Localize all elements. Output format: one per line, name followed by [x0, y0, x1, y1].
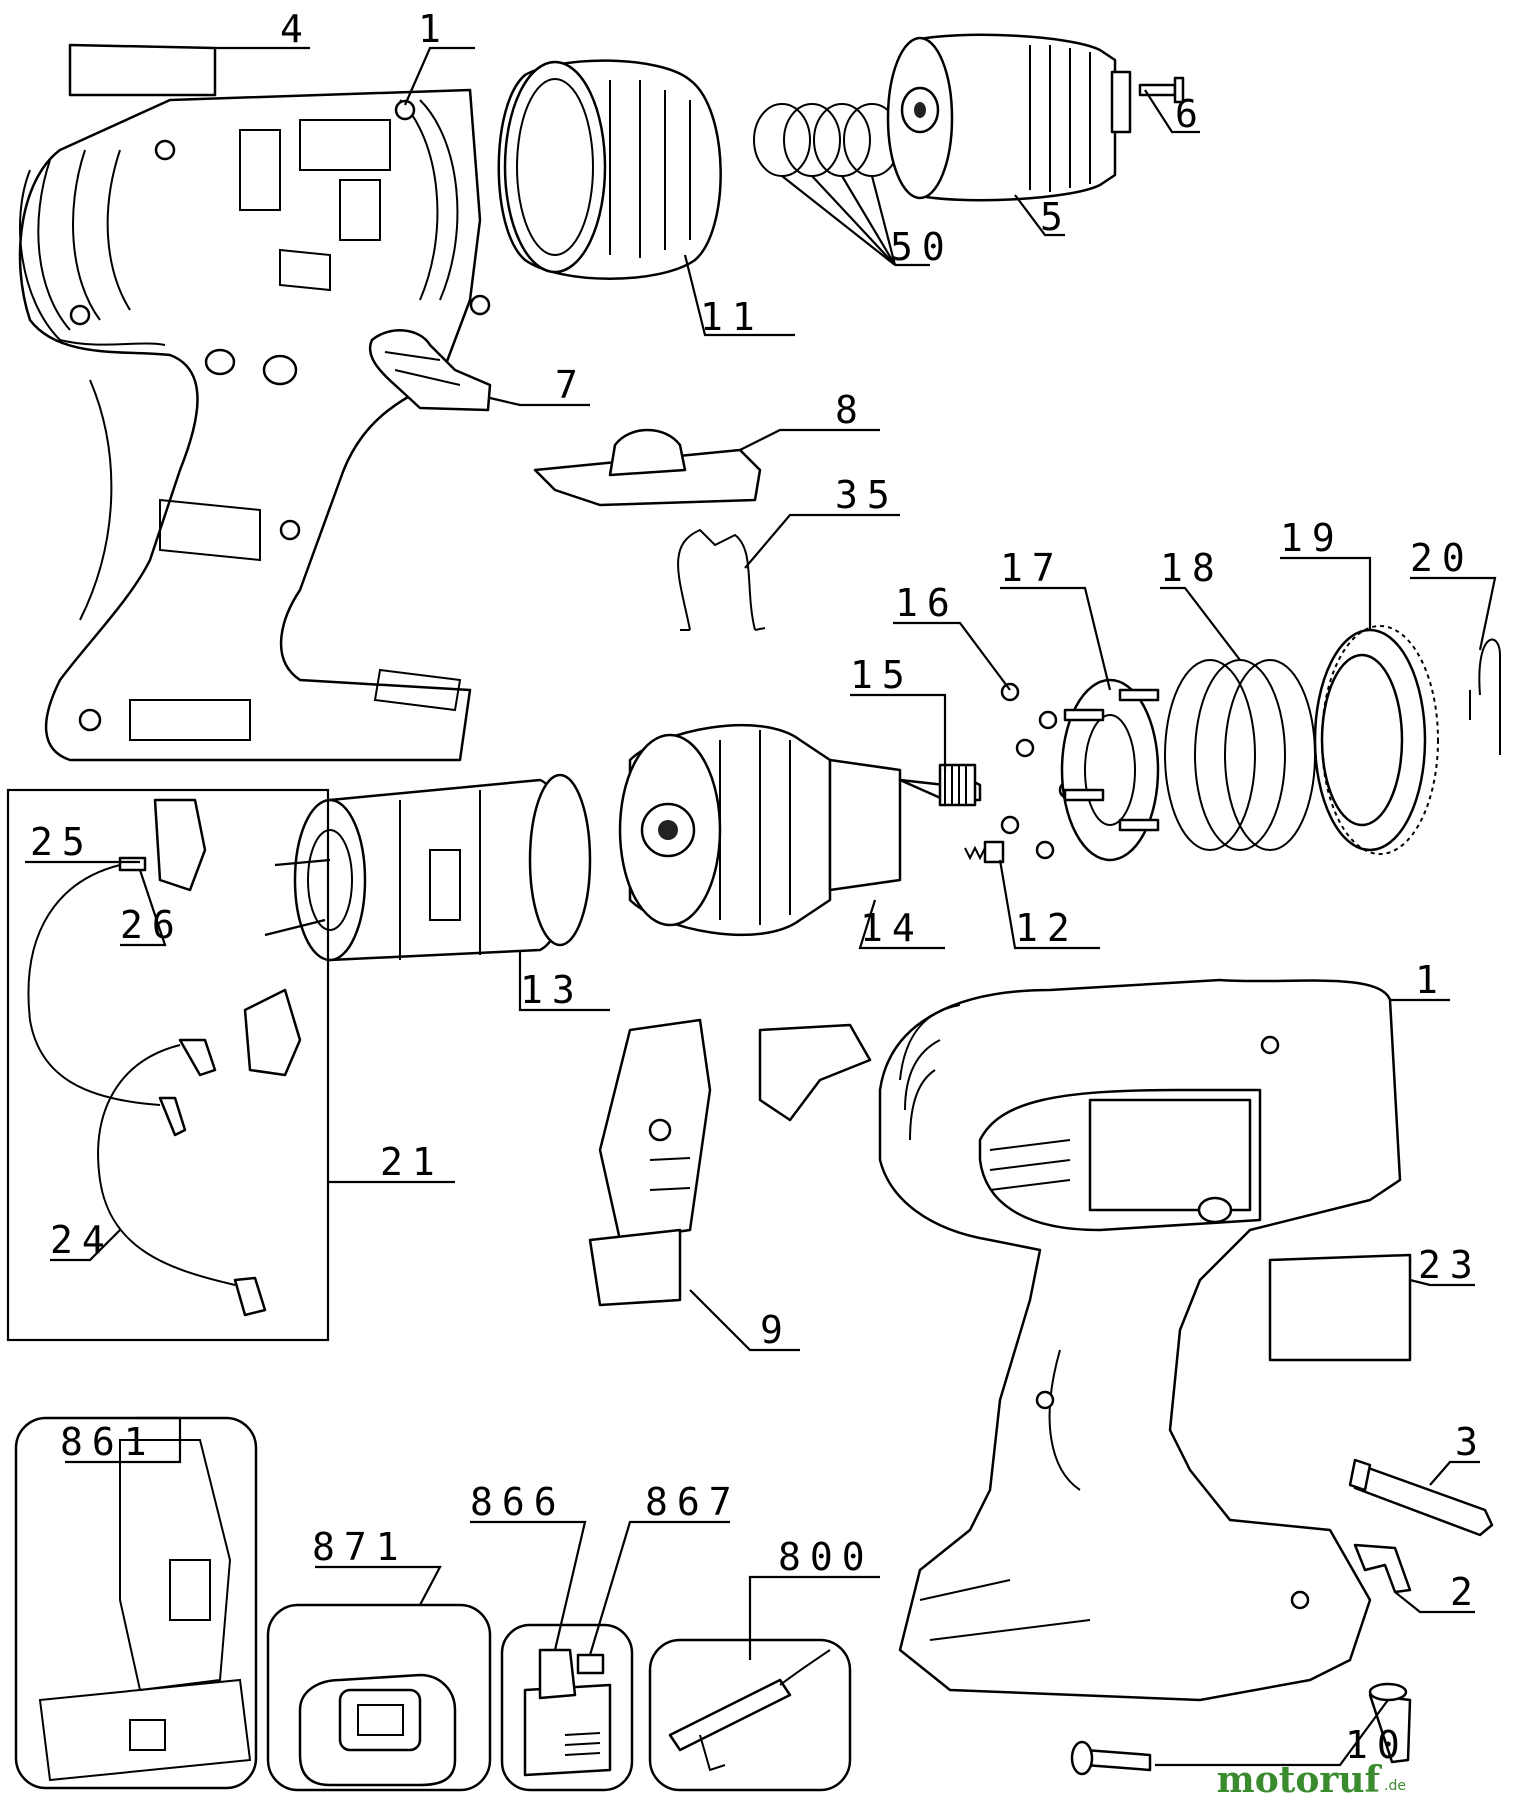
label-8: 8 — [835, 388, 867, 432]
label-9: 9 — [760, 1308, 792, 1352]
gearbox-part — [618, 723, 982, 937]
adjusting-ring-part — [1313, 625, 1439, 855]
clutch-collar-part — [497, 59, 722, 280]
label-17: 17 — [1000, 546, 1064, 590]
label-20: 20 — [1410, 536, 1474, 580]
housing-half-left — [18, 43, 491, 762]
label-861: 861 — [60, 1420, 156, 1464]
label-866: 866 — [470, 1480, 566, 1524]
label-871: 871 — [312, 1525, 408, 1569]
retaining-pin-part — [1469, 638, 1501, 755]
battery-part — [500, 1623, 634, 1792]
chuck-part — [886, 33, 1132, 202]
label-24: 24 — [50, 1218, 114, 1262]
switch-button-part — [369, 329, 492, 412]
charger-part — [266, 1603, 492, 1792]
spring-clip-part — [677, 528, 766, 631]
belt-clip-part — [1353, 1543, 1412, 1594]
slider-plate-part — [533, 428, 762, 507]
label-15: 15 — [850, 653, 914, 697]
label-13: 13 — [520, 968, 584, 1012]
carrying-case-part — [14, 1416, 258, 1790]
label-12: 12 — [1015, 906, 1079, 950]
driver-bit-part — [1348, 1458, 1494, 1537]
label-867: 867 — [645, 1480, 741, 1524]
watermark-tld: .de — [1384, 1778, 1406, 1794]
label-19: 19 — [1280, 516, 1344, 560]
label-16: 16 — [895, 581, 959, 625]
assembled-housing-right — [878, 978, 1412, 1702]
part-labels: 4 1 6 5 50 11 7 8 35 16 17 18 19 20 15 1… — [30, 7, 1487, 1767]
clutch-plate-part — [1060, 678, 1160, 862]
label-1-right: 1 — [1415, 958, 1447, 1002]
label-800: 800 — [778, 1535, 874, 1579]
leader-lines — [25, 46, 1497, 1767]
trigger-switch-part — [588, 1018, 872, 1307]
wiring-kit-frame — [6, 788, 330, 1342]
label-2: 2 — [1450, 1570, 1482, 1614]
label-26: 26 — [120, 903, 184, 947]
label-4: 4 — [280, 7, 312, 51]
watermark-logo: motoruf .de — [1217, 1759, 1406, 1800]
label-50: 50 — [890, 225, 954, 269]
label-18: 18 — [1160, 546, 1224, 590]
label-21: 21 — [380, 1140, 444, 1184]
label-14: 14 — [860, 906, 924, 950]
label-25: 25 — [30, 820, 94, 864]
o-rings-part — [753, 103, 901, 177]
screw-part — [1138, 76, 1185, 104]
small-spring-part — [964, 840, 1005, 864]
label-1-top: 1 — [418, 7, 450, 51]
label-5: 5 — [1040, 195, 1072, 239]
spindle-shaft-part — [938, 763, 977, 807]
label-10: 10 — [1345, 1723, 1409, 1767]
label-35: 35 — [835, 473, 899, 517]
label-11: 11 — [700, 295, 764, 339]
flashlight-part — [648, 1638, 852, 1792]
wiring-kit-parts — [27, 798, 302, 1317]
motor-part — [264, 773, 592, 962]
watermark-brand: motoruf — [1217, 1759, 1383, 1800]
label-6: 6 — [1175, 92, 1207, 136]
label-7: 7 — [555, 363, 587, 407]
label-3: 3 — [1455, 1420, 1487, 1464]
label-23: 23 — [1418, 1243, 1482, 1287]
clutch-spring-part — [1164, 659, 1316, 851]
